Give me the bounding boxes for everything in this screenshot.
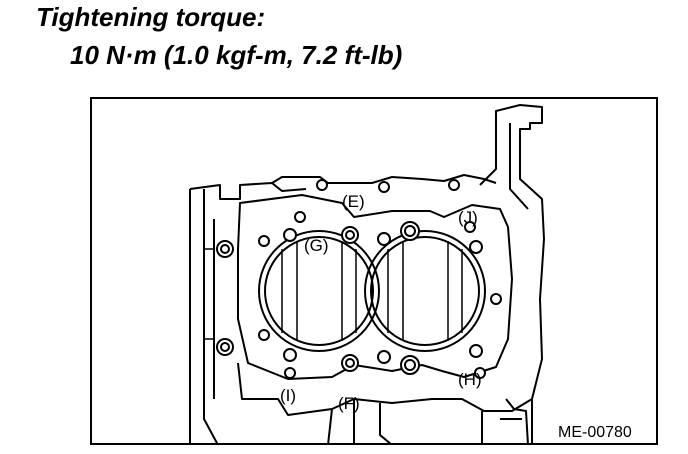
label-g: (G): [304, 236, 329, 255]
label-j: (J): [458, 208, 478, 227]
cylinder-block-drawing: (E) (J) (G) (H) (I) (F) ME-00780: [189, 104, 632, 443]
label-f: (F): [338, 394, 360, 413]
figure-code: ME-00780: [558, 424, 632, 441]
torque-value: 10 N·m (1.0 kgf-m, 7.2 ft-lb): [70, 40, 403, 70]
label-h: (H): [458, 370, 482, 389]
tightening-torque-title: Tightening torque:: [36, 2, 266, 32]
label-e: (E): [342, 192, 365, 211]
engine-block-diagram: (E) (J) (G) (H) (I) (F) ME-00780: [90, 97, 658, 445]
label-i: (I): [280, 386, 296, 405]
